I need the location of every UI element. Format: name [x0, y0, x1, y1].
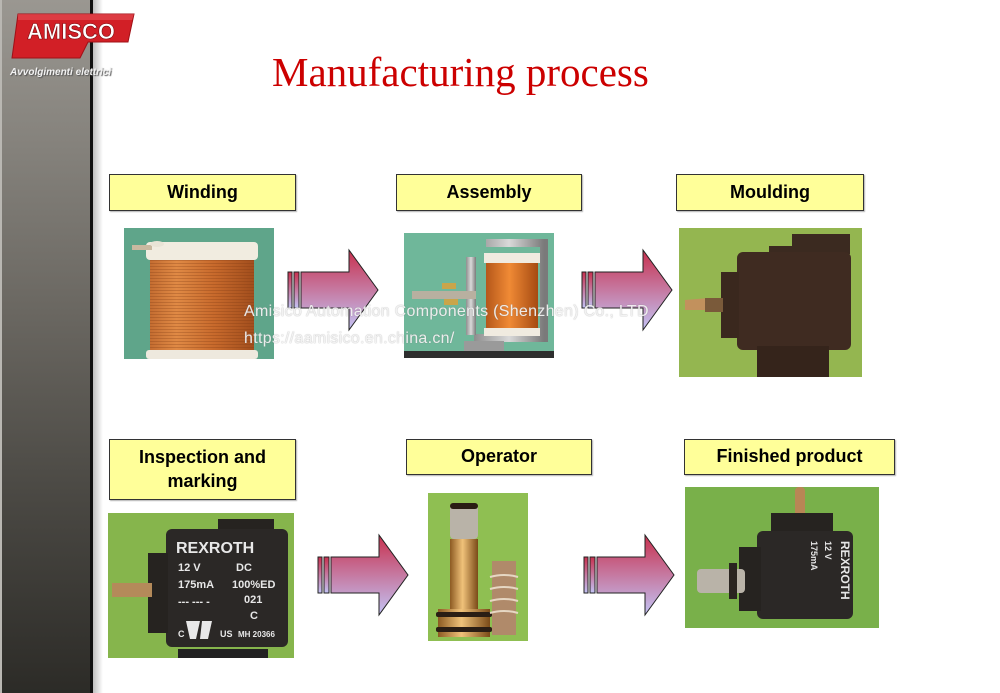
photo-marked-coil: REXROTH 12 V DC 175mA 100%ED --- --- - 0… — [108, 513, 294, 658]
arrow-marking-to-operator-icon — [317, 533, 409, 617]
step-label-winding: Winding — [109, 174, 296, 211]
watermark-company: Amisico Automation Components (Shenzhen)… — [244, 303, 649, 320]
ul-mark-icon — [186, 621, 212, 639]
marking-duty: 100%ED — [232, 579, 275, 591]
marking-current-type: DC — [236, 562, 252, 574]
finished-marking-brand: REXROTH — [838, 541, 852, 600]
logo-text: AMISCO — [27, 19, 115, 44]
marking-cert-right: US — [220, 629, 233, 639]
sidebar-band — [0, 0, 92, 693]
marking-voltage: 12 V — [178, 562, 201, 574]
page-title: Manufacturing process — [272, 49, 649, 95]
arrow-operator-to-finished-icon — [583, 533, 675, 617]
marking-code: 021 — [244, 594, 262, 606]
marking-file-no: MH 20366 — [238, 630, 275, 639]
finished-marking-voltage: 12 V — [823, 541, 833, 560]
watermark-url: https://aamisico.en.china.cn/ — [244, 330, 455, 347]
marking-current: 175mA — [178, 579, 214, 591]
sidebar-edge — [90, 0, 93, 693]
step-label-inspection-marking: Inspection and marking — [109, 439, 296, 500]
photo-operator — [428, 493, 528, 641]
photo-moulding-coil — [679, 228, 862, 377]
logo-tagline: Avvolgimenti elettrici — [10, 67, 112, 78]
marking-class: C — [250, 610, 258, 622]
photo-winding-spool — [124, 228, 274, 359]
step-label-assembly: Assembly — [396, 174, 582, 211]
marking-brand: REXROTH — [176, 540, 254, 557]
photo-finished-product: REXROTH 12 V 175mA — [685, 487, 879, 628]
marking-dashes: --- --- - — [178, 596, 210, 608]
finished-marking-current: 175mA — [809, 541, 819, 571]
step-label-moulding: Moulding — [676, 174, 864, 211]
arrow-winding-to-assembly-icon — [287, 248, 379, 332]
marking-cert-left: C — [178, 629, 185, 639]
amisco-logo: AMISCO — [11, 13, 135, 59]
arrow-assembly-to-moulding-icon — [581, 248, 673, 332]
sidebar-shadow — [93, 0, 103, 693]
step-label-finished-product: Finished product — [684, 439, 895, 475]
step-label-operator: Operator — [406, 439, 592, 475]
photo-assembly-coil — [404, 233, 554, 358]
